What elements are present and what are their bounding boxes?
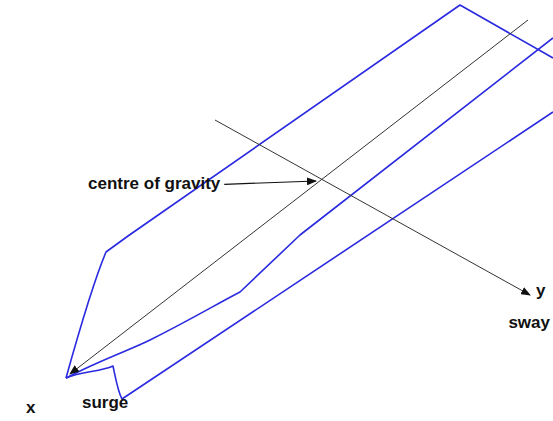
motion-label: surge (82, 394, 128, 413)
axis-label: x (26, 399, 35, 418)
callout-label: centre of gravity (88, 175, 220, 194)
axes (70, 20, 530, 374)
motion-label: sway (508, 314, 550, 333)
hull-outline (66, 5, 553, 399)
axis-label: y (536, 282, 545, 301)
